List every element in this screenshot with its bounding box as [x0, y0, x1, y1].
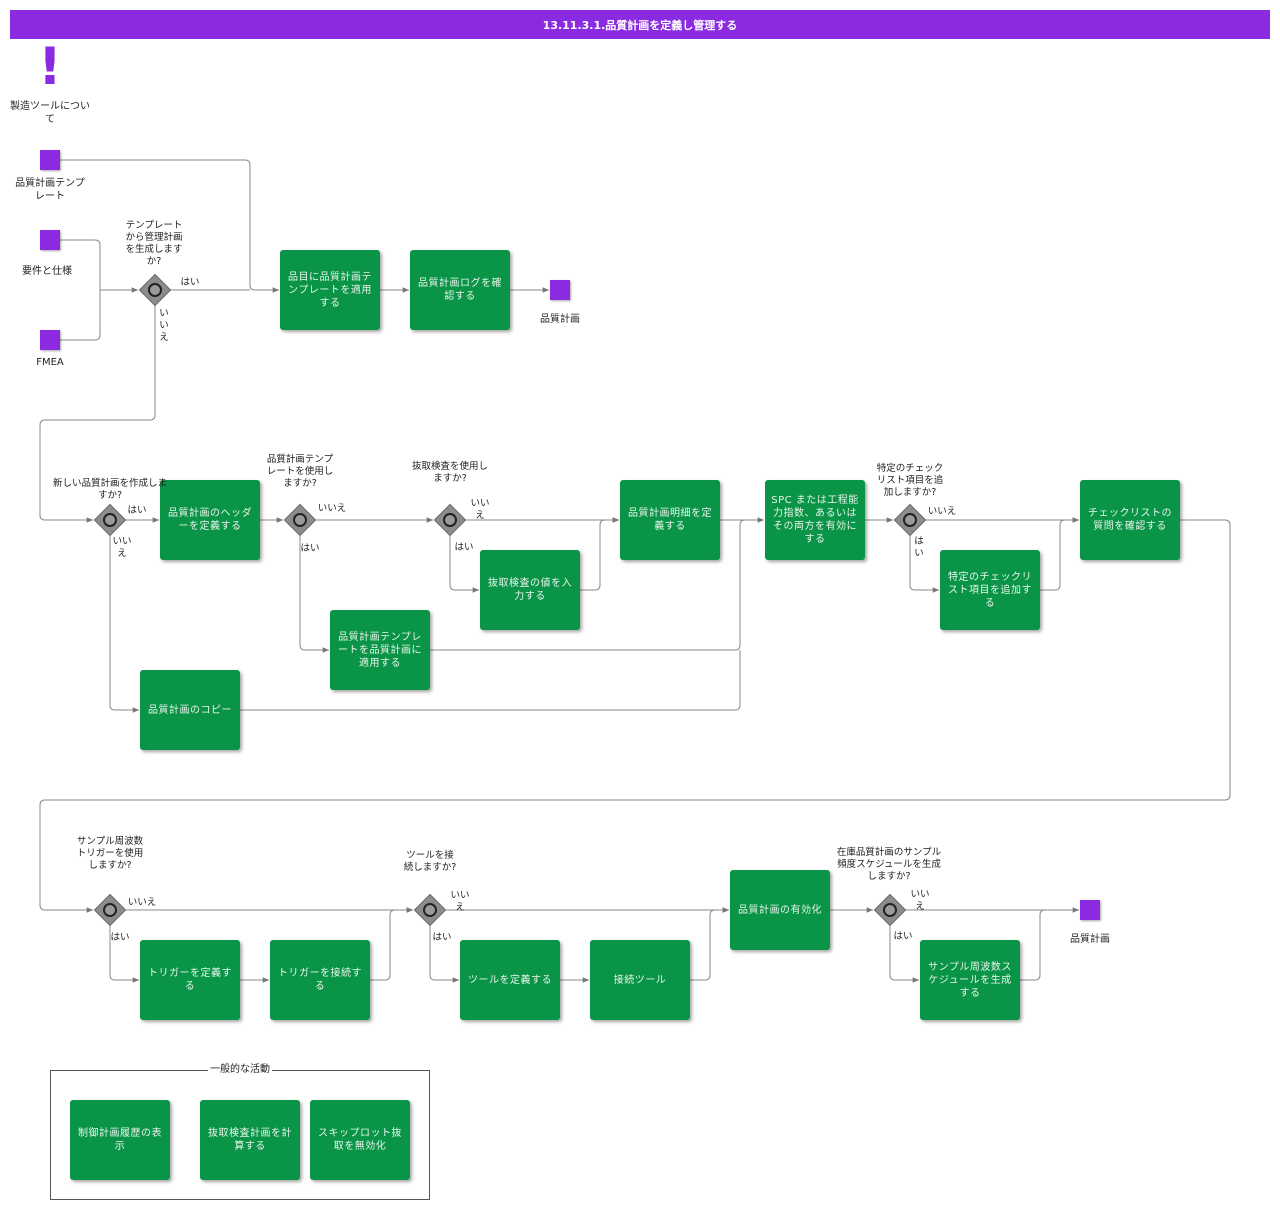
flow-g3-yes: [299, 536, 329, 653]
input-fmea-label: FMEA: [36, 357, 64, 368]
flow-label-no: いいえ: [910, 889, 930, 912]
flow-label-no: いいえ: [927, 506, 957, 517]
data-fmea-icon[interactable]: [40, 330, 60, 350]
flow-template-to-apply: [60, 159, 279, 293]
flow-g8-yes: [889, 926, 919, 983]
flow-label-no: いいえ: [450, 890, 470, 913]
task-define-lines[interactable]: 品質計画明細を定義する: [620, 480, 720, 560]
gateway-g8-question: 在庫品質計画のサンプル頻度スケジュールを生成しますか?: [836, 847, 942, 882]
flow-g6-yes: [109, 926, 139, 983]
flow-label-yes: はい: [127, 505, 147, 516]
flow-g7-yes: [429, 926, 459, 983]
general-activities-title: 一般的な活動: [50, 1064, 430, 1076]
data-template-icon[interactable]: [40, 150, 60, 170]
task-define-tool[interactable]: ツールを定義する: [460, 940, 560, 1020]
flow-schedule-to-plan: [1020, 909, 1046, 981]
flow-conntrig-to-g7: [370, 907, 413, 981]
data-output-plan2-icon[interactable]: [1080, 900, 1100, 920]
task-view-control-history[interactable]: 制御計画履歴の表示: [70, 1100, 170, 1180]
gateway-g2: [93, 503, 127, 537]
flow-label-no: いいえ: [112, 536, 132, 559]
output-plan-label: 品質計画: [540, 314, 580, 325]
flow-label-yes: はい: [432, 932, 452, 943]
exclamation-icon[interactable]: !: [38, 37, 62, 97]
flow-label-yes: はい: [110, 932, 130, 943]
flow-label-no: いいえ: [470, 498, 490, 521]
task-define-header[interactable]: 品質計画のヘッダーを定義する: [160, 480, 260, 560]
flow-copy-to-spc: [240, 650, 741, 711]
task-review-log[interactable]: 品質計画ログを確認する: [410, 250, 510, 330]
gateway-g3-question: 品質計画テンプレートを使用しますか?: [266, 454, 334, 489]
gateway-g4: [433, 503, 467, 537]
data-requirements-icon[interactable]: [40, 230, 60, 250]
gateways: [93, 273, 927, 927]
task-connect-tool[interactable]: 接続ツール: [590, 940, 690, 1020]
flow-label-no: いいえ: [317, 503, 347, 514]
task-apply-template-plan[interactable]: 品質計画テンプレートを品質計画に適用する: [330, 610, 430, 690]
flow-label-yes: はい: [893, 931, 913, 942]
flow-fmea-to-g1: [60, 290, 101, 341]
flow-g2-no: [109, 536, 139, 713]
gateway-g7-question: ツールを接続しますか?: [403, 850, 457, 873]
flow-conntool-to-enable: [690, 907, 729, 981]
flow-sampling-to-lines: [580, 517, 619, 591]
task-add-checklist[interactable]: 特定のチェックリスト項目を追加する: [940, 550, 1040, 630]
task-enable-plan[interactable]: 品質計画の有効化: [730, 870, 830, 950]
flow-label-yes: はい: [454, 542, 474, 553]
input-requirements-label: 要件と仕様: [22, 266, 72, 277]
flow-g4-yes: [449, 536, 479, 593]
general-activities-title-text: 一般的な活動: [208, 1064, 272, 1075]
task-spc[interactable]: SPC または工程能力指数、あるいはその両方を有効にする: [765, 480, 865, 560]
flow-label-no: いいえ: [127, 897, 157, 908]
task-disable-skip-lot[interactable]: スキップロット抜取を無効化: [310, 1100, 410, 1180]
output-plan2-label: 品質計画: [1070, 934, 1110, 945]
gateway-g1: [138, 273, 172, 307]
flow-g5-yes: [909, 536, 939, 593]
flow-label-no: いいえ: [159, 308, 169, 343]
page-title: 13.11.3.1.品質計画を定義し管理する: [10, 10, 1270, 39]
gateway-g7: [413, 893, 447, 927]
flow-add-to-review: [1040, 517, 1079, 591]
flow-label-yes: はい: [300, 543, 320, 554]
task-enter-sampling[interactable]: 抜取検査の値を入力する: [480, 550, 580, 630]
task-connect-trigger[interactable]: トリガーを接続する: [270, 940, 370, 1020]
task-apply-template-item[interactable]: 品目に品質計画テンプレートを適用する: [280, 250, 380, 330]
task-review-checklist[interactable]: チェックリストの質問を確認する: [1080, 480, 1180, 560]
gateway-g2-question: 新しい品質計画を作成しますか?: [52, 478, 167, 501]
data-output-plan-icon[interactable]: [550, 280, 570, 300]
task-calc-sampling-plan[interactable]: 抜取検査計画を計算する: [200, 1100, 300, 1180]
gateway-g8: [873, 893, 907, 927]
gateway-g6: [93, 893, 127, 927]
task-generate-schedule[interactable]: サンプル周波数スケジュールを生成する: [920, 940, 1020, 1020]
task-copy-plan[interactable]: 品質計画のコピー: [140, 670, 240, 750]
input-template-label: 品質計画テンプレート: [15, 178, 85, 202]
gateway-g3: [283, 503, 317, 537]
gateway-g1-question: テンプレートから管理計画を生成しますか?: [125, 220, 183, 267]
gateway-g5: [893, 503, 927, 537]
gateway-g5-question: 特定のチェックリスト項目を追加しますか?: [876, 463, 944, 498]
about-label: 製造ツールについて: [10, 101, 90, 125]
flow-req-to-g1: [60, 239, 101, 290]
flow-label-yes: はい: [914, 536, 924, 559]
gateway-g4-question: 抜取検査を使用しますか?: [412, 461, 489, 484]
task-define-trigger[interactable]: トリガーを定義する: [140, 940, 240, 1020]
flow-review-to-row3: [39, 519, 1231, 913]
flow-label-yes: はい: [180, 277, 200, 288]
flow-g1-no: [39, 306, 156, 523]
gateway-g6-question: サンプル周波数トリガーを使用しますか?: [76, 836, 144, 871]
flow-applyplan-to-spc: [430, 519, 746, 651]
